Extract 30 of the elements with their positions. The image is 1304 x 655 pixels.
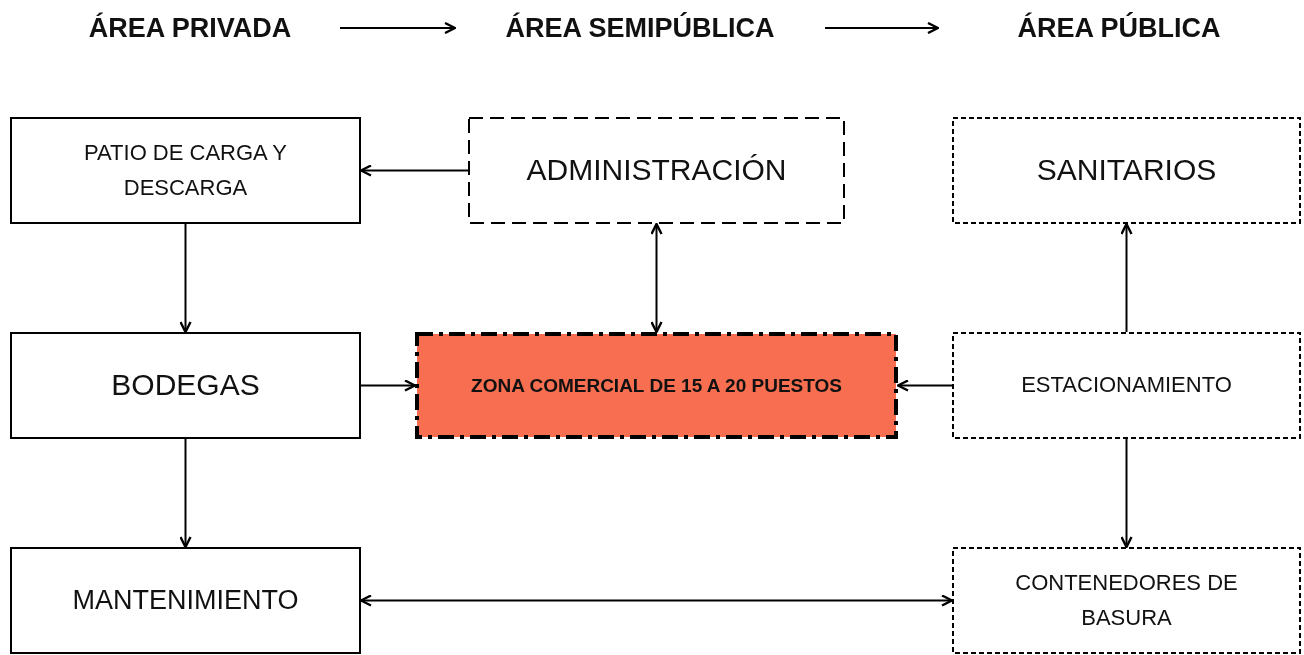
box-label: CONTENEDORES DE BASURA — [1014, 569, 1239, 632]
arrow — [1120, 438, 1133, 549]
area-box — [952, 117, 1301, 224]
arrow — [360, 379, 417, 392]
area-box — [468, 117, 845, 224]
box-label: PATIO DE CARGA Y DESCARGA — [83, 139, 288, 202]
arrow — [650, 222, 663, 334]
arrow — [179, 438, 192, 549]
arrow — [896, 379, 953, 392]
area-box — [952, 547, 1301, 654]
section-heading: ÁREA PÚBLICA — [938, 8, 1300, 48]
arrow — [1120, 222, 1133, 333]
section-heading: ÁREA SEMIPÚBLICA — [455, 8, 825, 48]
arrow — [339, 21, 457, 35]
section-heading: ÁREA PRIVADA — [40, 8, 340, 48]
arrow — [824, 21, 940, 35]
box-label: BODEGAS — [110, 367, 261, 404]
box-label: MANTENIMIENTO — [71, 583, 300, 617]
box-label: ADMINISTRACIÓN — [525, 152, 788, 189]
area-box — [10, 547, 361, 654]
arrow — [179, 223, 192, 334]
box-label: SANITARIOS — [1035, 152, 1218, 189]
box-label: ESTACIONAMIENTO — [1020, 371, 1233, 400]
area-box — [10, 117, 361, 224]
area-box — [10, 332, 361, 439]
highlighted-zone-box — [415, 332, 898, 439]
area-box — [952, 332, 1301, 439]
arrow — [359, 164, 469, 177]
box-label: ZONA COMERCIAL DE 15 A 20 PUESTOS — [470, 373, 843, 398]
arrow — [359, 594, 954, 607]
